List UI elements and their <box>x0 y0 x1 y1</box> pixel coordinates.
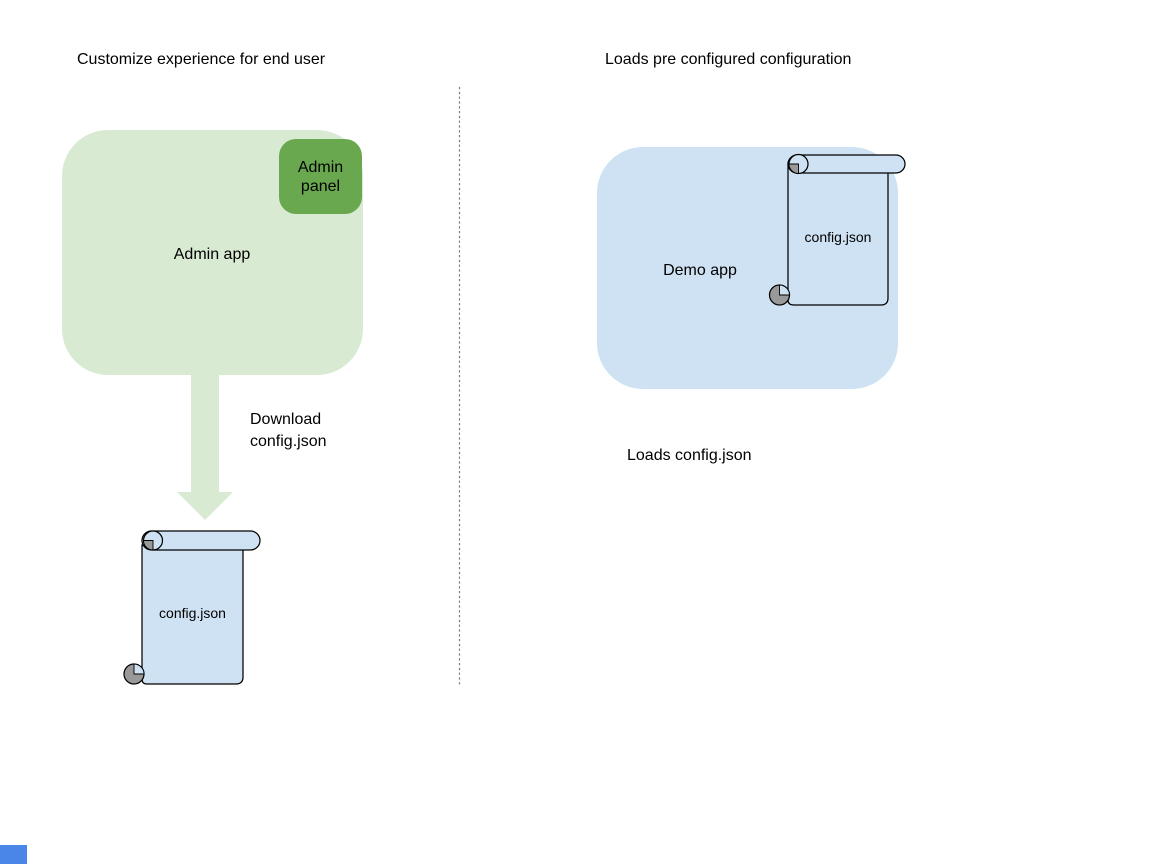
config-scroll-icon-left <box>123 530 261 685</box>
corner-blue-square <box>0 845 27 864</box>
section-divider <box>458 87 461 685</box>
right-section-title: Loads pre configured configuration <box>605 51 852 68</box>
admin-panel-label: Admin panel <box>297 158 344 195</box>
left-section-title: Customize experience for end user <box>77 51 326 68</box>
download-caption: Download config.json <box>250 411 327 450</box>
demo-app-label: Demo app <box>663 262 737 279</box>
config-file-label-left: config.json <box>159 605 226 621</box>
admin-panel-badge: Admin panel <box>279 139 362 214</box>
download-arrow-head <box>177 492 233 520</box>
download-arrow-shaft <box>191 374 219 492</box>
loads-caption: Loads config.json <box>627 447 752 464</box>
config-file-label-right: config.json <box>804 229 872 245</box>
config-scroll-icon-right <box>768 153 906 306</box>
admin-app-label: Admin app <box>173 246 251 263</box>
